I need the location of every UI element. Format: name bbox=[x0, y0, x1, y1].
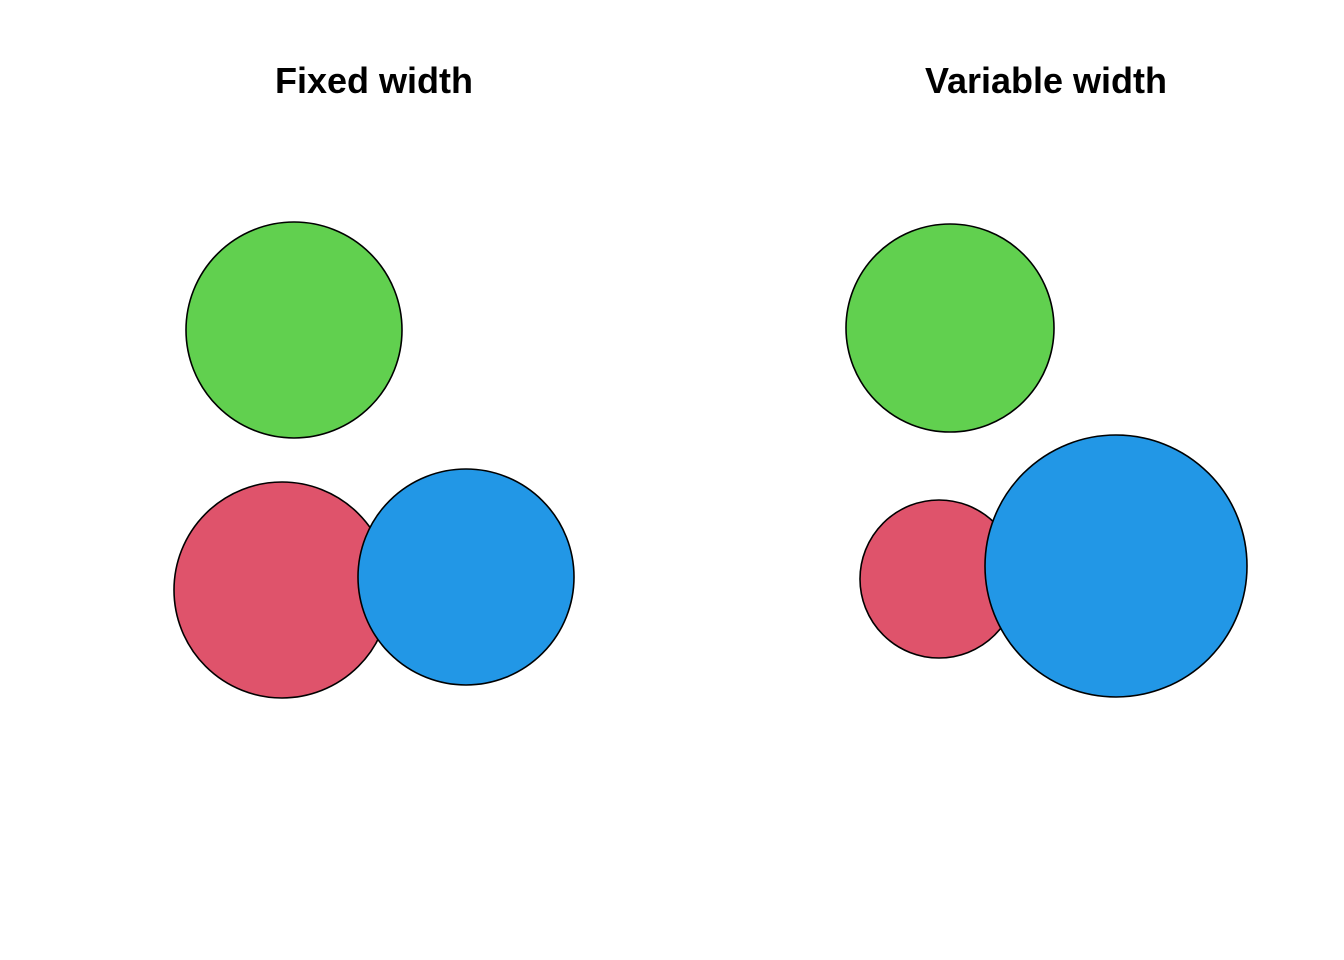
red-circle bbox=[173, 481, 391, 699]
green-circle bbox=[845, 223, 1055, 433]
blue-circle bbox=[984, 434, 1248, 698]
panel-title-variable-width: Variable width bbox=[925, 60, 1167, 101]
green-circle bbox=[185, 221, 403, 439]
panel-title-fixed-width: Fixed width bbox=[275, 60, 473, 101]
panel-variable-width: Variable width bbox=[845, 60, 1248, 698]
panel-fixed-width: Fixed width bbox=[173, 60, 575, 699]
blue-circle bbox=[357, 468, 575, 686]
